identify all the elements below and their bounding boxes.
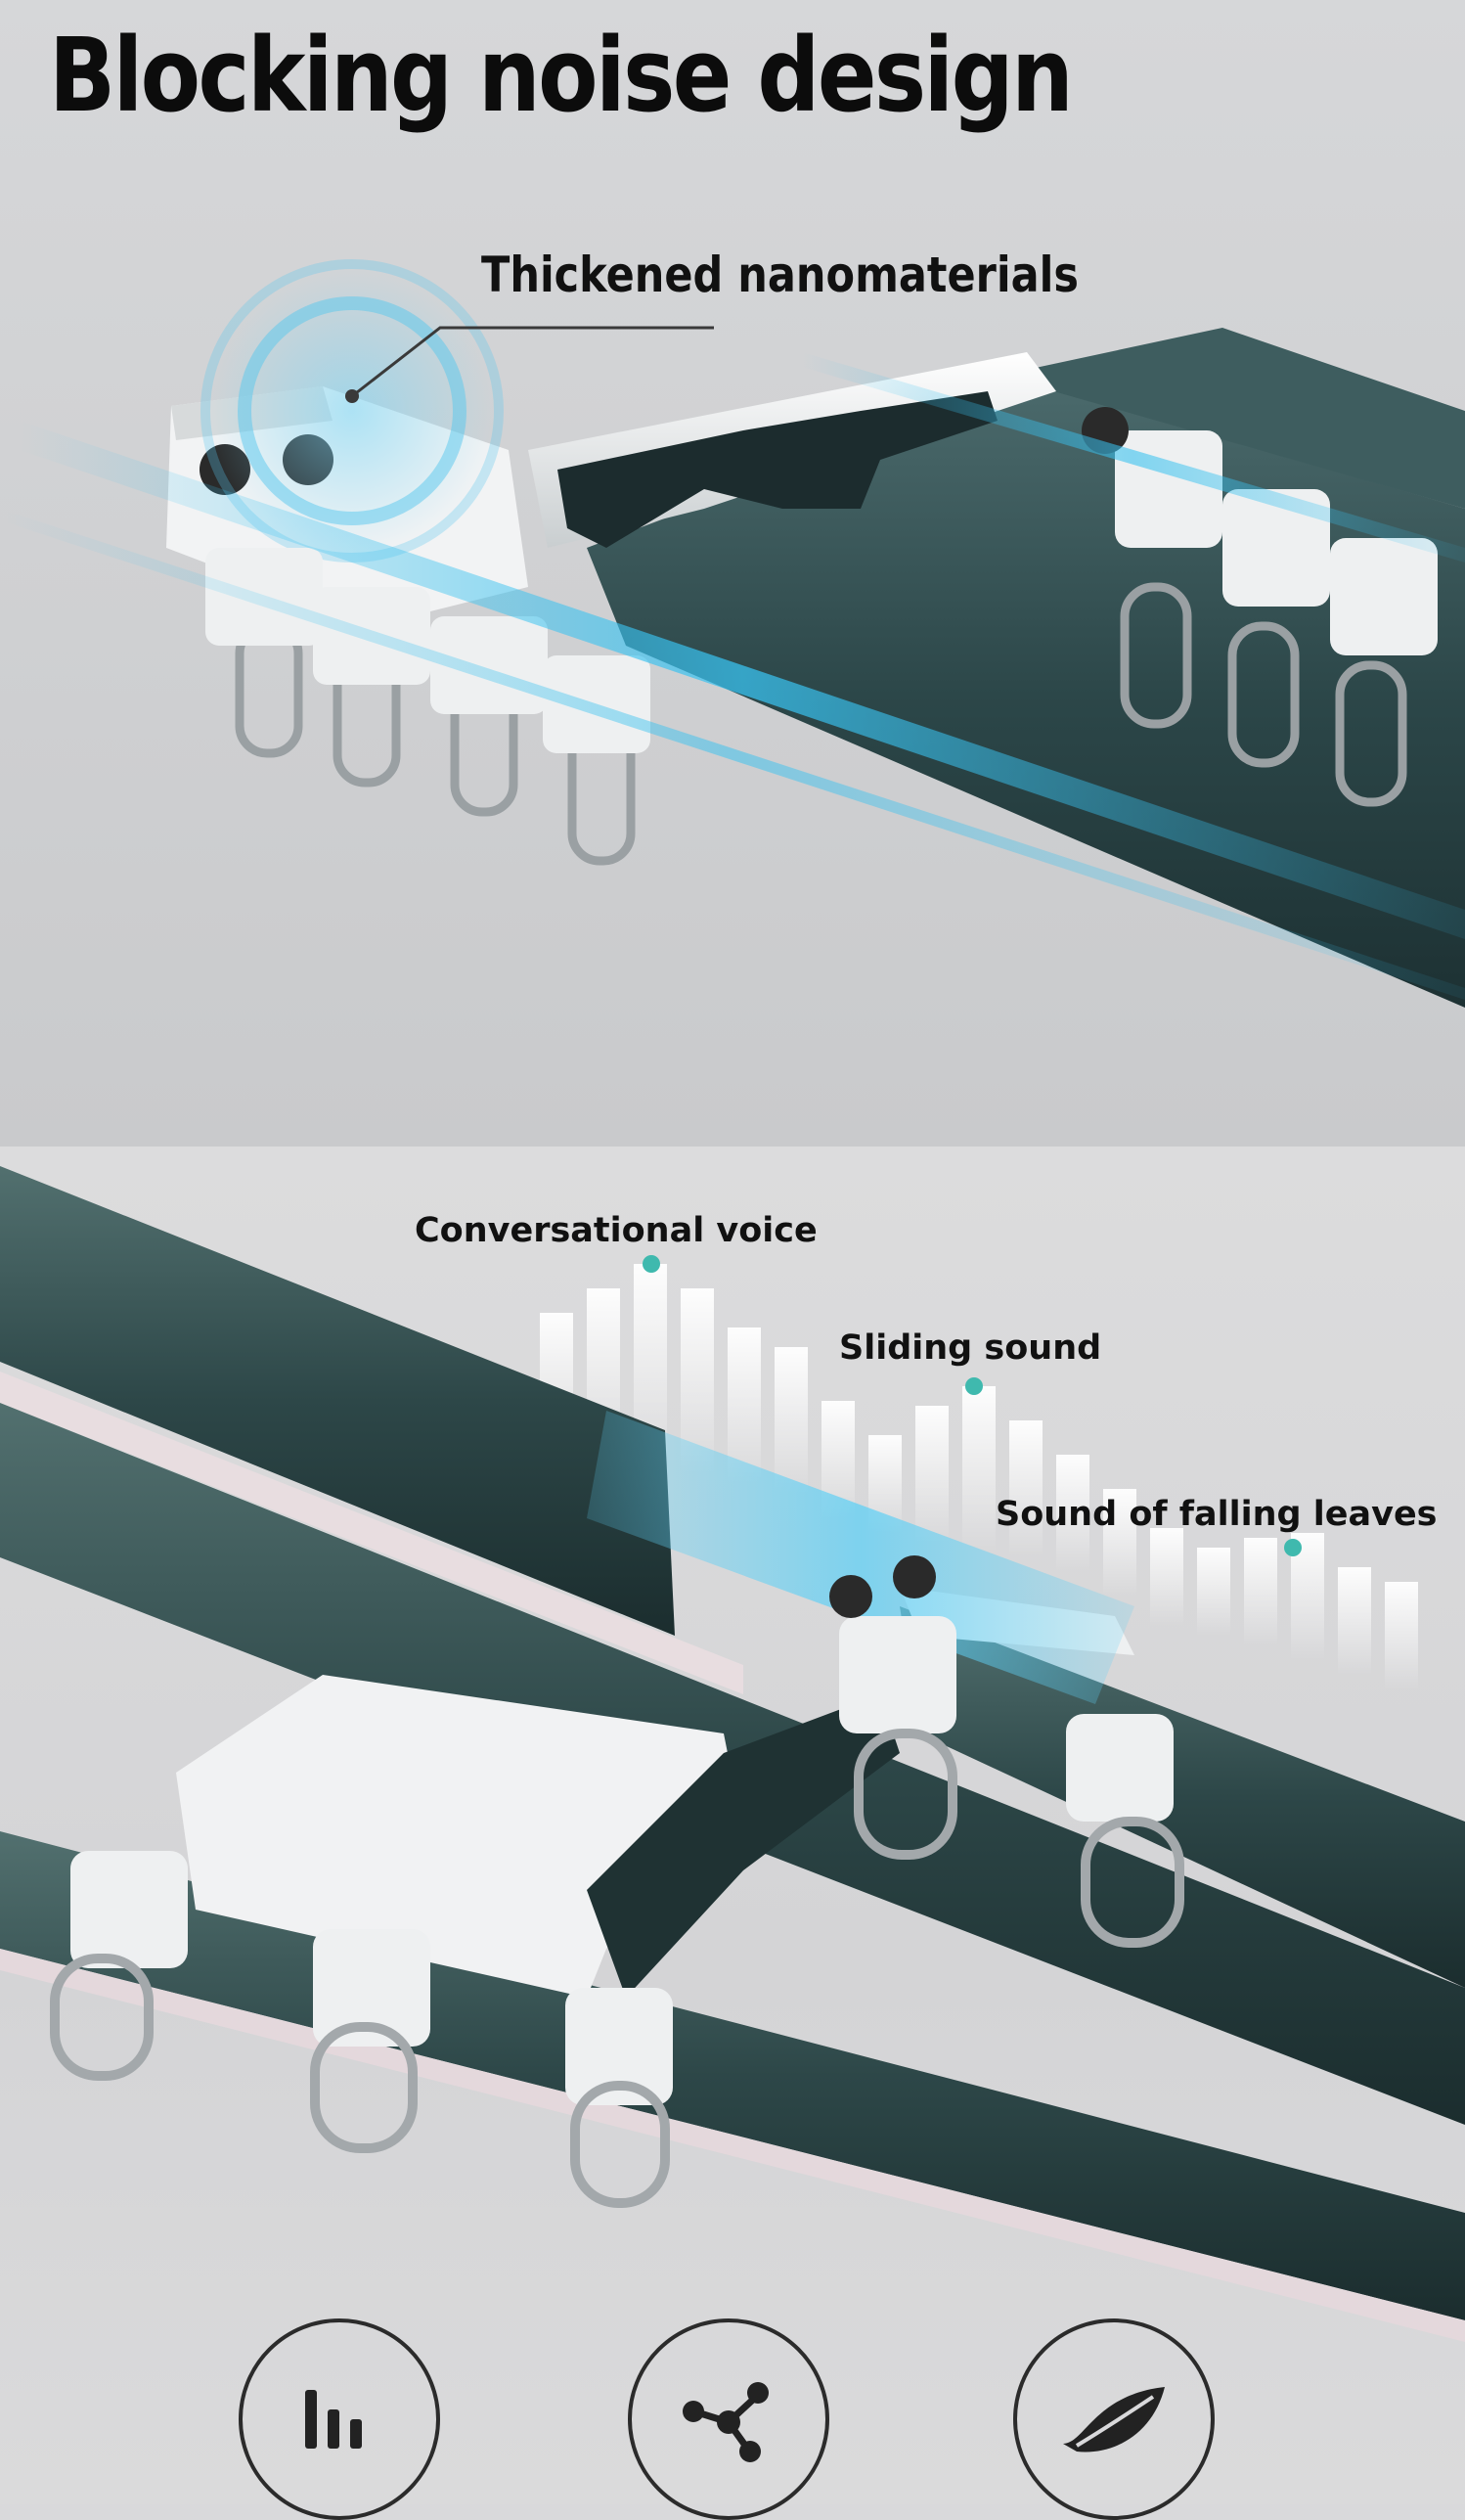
runner-shoes xyxy=(70,1616,1174,2105)
leaf-icon xyxy=(1013,2318,1215,2520)
hook-runners-right xyxy=(1120,582,1407,807)
rail-top-face xyxy=(1017,328,1465,509)
equalizer-icon xyxy=(239,2318,440,2520)
rail-body xyxy=(0,1166,675,1636)
product-photo-bottom: Conversational voice Sliding sound Sound… xyxy=(0,1147,1465,2504)
sound-wave-ring xyxy=(238,296,466,525)
sound-marker-dot xyxy=(1284,1539,1302,1556)
rail-profile-cutout xyxy=(587,1694,900,1998)
share-nodes-icon xyxy=(628,2318,829,2520)
roller-wheel xyxy=(893,1555,936,1598)
light-section xyxy=(587,1411,1134,1704)
light-beam xyxy=(0,509,1465,1000)
rail-edge-highlight xyxy=(0,1372,743,1694)
light-beam xyxy=(802,352,1465,562)
rail-edge-highlight xyxy=(0,1949,1465,2342)
sound-marker-dot xyxy=(643,1255,660,1273)
light-beam xyxy=(20,421,1465,939)
callout-thickened-nanomaterials: Thickened nanomaterials xyxy=(481,247,1079,303)
product-photo-top: Blocking noise design Thickened nanomate… xyxy=(0,0,1465,1147)
callout-leader-line xyxy=(351,326,714,398)
rail-body-right xyxy=(900,1606,1465,1988)
rail-profile-cutout xyxy=(557,391,998,548)
callout-leader-dot xyxy=(345,389,359,403)
hook-rings xyxy=(50,1729,1184,2208)
callout-sliding-sound: Sliding sound xyxy=(839,1328,1102,1368)
callout-falling-leaves: Sound of falling leaves xyxy=(996,1495,1438,1534)
curtain-track-illustration-bottom xyxy=(0,1166,1465,2342)
runner-shoes-left xyxy=(205,548,650,753)
hook-runners-left xyxy=(235,621,636,866)
sound-marker-dot xyxy=(965,1377,983,1395)
roller-wheel xyxy=(829,1575,872,1618)
headline: Blocking noise design xyxy=(49,16,1074,135)
curtain-track-illustration-top xyxy=(0,259,1465,1008)
callout-conversational-voice: Conversational voice xyxy=(415,1211,818,1250)
